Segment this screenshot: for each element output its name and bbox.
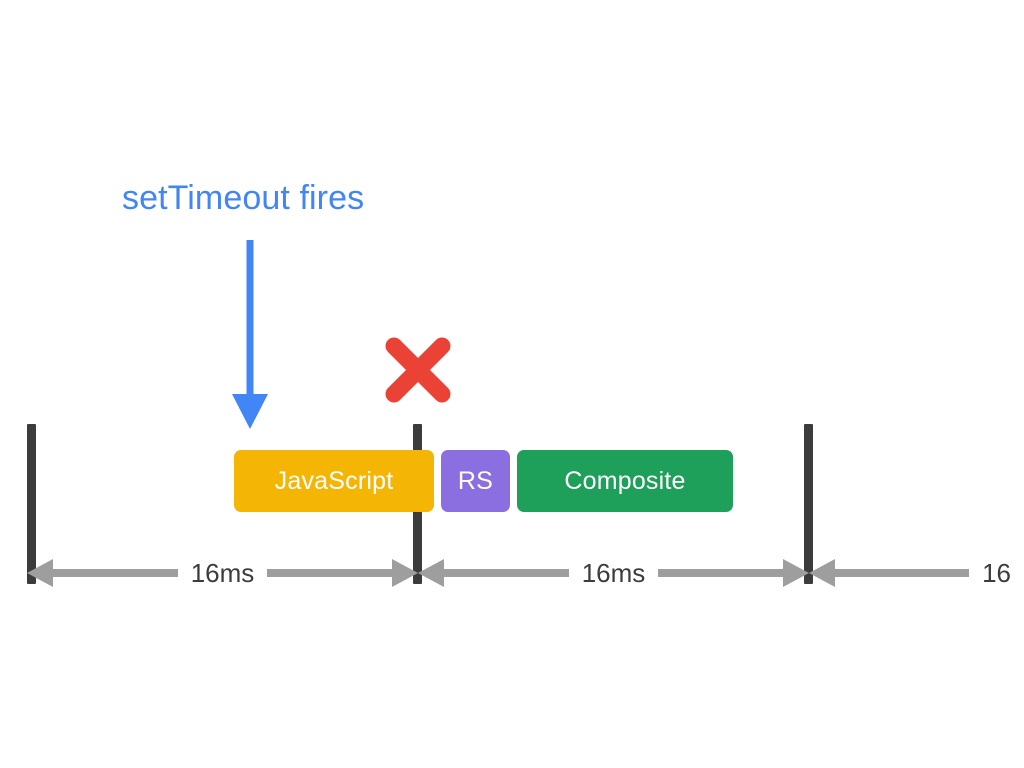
task-block-rs[interactable]: RS (441, 450, 510, 512)
red-x-icon (382, 334, 454, 406)
task-block-label: JavaScript (274, 466, 394, 495)
duration-label: 16ms (177, 552, 268, 594)
duration-label: 16ms (568, 552, 659, 594)
frame-boundary-tick-3 (804, 424, 813, 584)
task-block-javascript[interactable]: JavaScript (234, 450, 434, 512)
down-arrow-icon (228, 240, 272, 430)
double-arrow-icon (809, 559, 984, 587)
frame-boundary-tick-1 (27, 424, 36, 584)
duration-label: 16 (969, 552, 1024, 594)
task-block-composite[interactable]: Composite (517, 450, 733, 512)
task-block-label: RS (457, 466, 494, 495)
frame-duration-measure-1: 16ms (27, 552, 418, 594)
settimeout-fires-label: setTimeout fires (122, 179, 365, 217)
task-block-label: Composite (564, 466, 686, 495)
frame-duration-measure-2: 16ms (418, 552, 809, 594)
frame-duration-measure-3: 16 (809, 552, 1024, 594)
